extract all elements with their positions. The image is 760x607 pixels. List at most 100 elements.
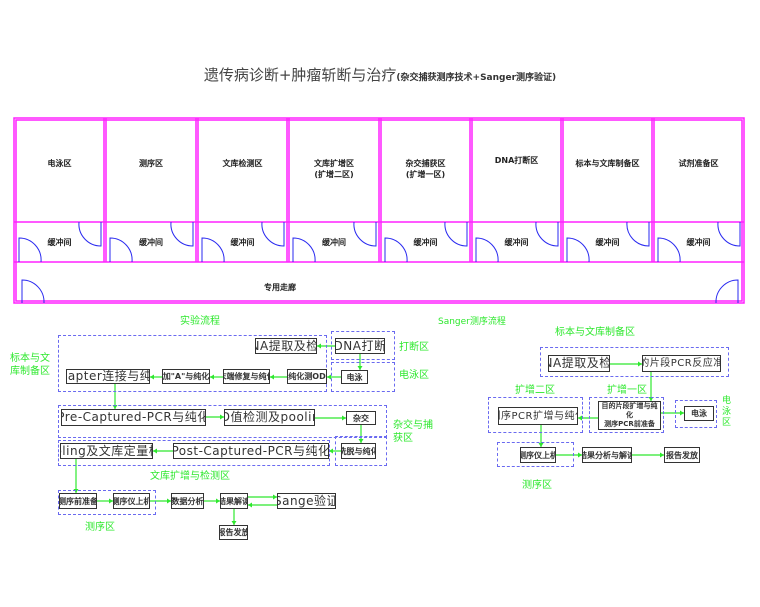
sanger-zone-electrophoresis bbox=[675, 400, 717, 428]
door-icon bbox=[535, 221, 559, 247]
arrowhead-icon bbox=[680, 410, 684, 416]
step-report: 报告发放 bbox=[219, 525, 248, 540]
arrowhead-icon bbox=[153, 448, 157, 454]
zone-fragment bbox=[331, 331, 395, 360]
door-icon bbox=[444, 221, 468, 247]
sanger-label-sample-prep: 标本与文库制备区 bbox=[555, 327, 635, 338]
arrowhead-icon bbox=[220, 414, 224, 420]
buffer-room-label: 缓冲间 bbox=[47, 238, 72, 247]
step-pre-captured-pcr: Pre-Captured-PCR与纯化 bbox=[61, 409, 206, 426]
room-label: DNA打断区 bbox=[494, 156, 539, 165]
arrowhead-icon bbox=[167, 498, 171, 504]
arrowhead-icon bbox=[112, 405, 118, 409]
arrowhead-icon bbox=[357, 366, 363, 370]
arrowhead-icon bbox=[660, 452, 664, 458]
door-icon bbox=[384, 237, 408, 263]
title-sub: (杂交捕获测序技术+Sanger测序验证) bbox=[396, 73, 557, 83]
sanger-flow-title: Sanger测序流程 bbox=[438, 317, 506, 327]
door-icon bbox=[715, 279, 739, 304]
arrowhead-icon bbox=[327, 374, 331, 380]
experiment-flow-title: 实验流程 bbox=[180, 316, 220, 327]
label-sequencing: 测序区 bbox=[85, 522, 115, 533]
label-amplify: 文库扩增与检测区 bbox=[150, 471, 230, 482]
step-sanger-verify: Sange验证 bbox=[277, 493, 336, 509]
arrowhead-icon bbox=[150, 374, 154, 380]
door-icon bbox=[261, 221, 285, 247]
title-main: 遗传病诊断+肿瘤斩断与治疗 bbox=[203, 66, 397, 84]
diagram-title: 遗传病诊断+肿瘤斩断与治疗(杂交捕获测序技术+Sanger测序验证) bbox=[0, 64, 760, 85]
zone-amplify bbox=[58, 440, 330, 466]
buffer-room-label: 缓冲间 bbox=[686, 238, 711, 247]
step-end-repair: 末端修复与纯化 bbox=[223, 369, 270, 384]
buffer-room-label: 缓冲间 bbox=[595, 238, 620, 247]
sanger-zone-sequencing bbox=[497, 442, 574, 467]
step-purify-od: 纯化测OD bbox=[287, 369, 327, 384]
buffer-room-label: 缓冲间 bbox=[413, 238, 438, 247]
label-fragment: 打断区 bbox=[399, 342, 429, 353]
door-icon bbox=[292, 237, 316, 263]
arrowhead-icon bbox=[216, 498, 220, 504]
arrowhead-icon bbox=[578, 415, 582, 421]
buffer-room-label: 缓冲间 bbox=[322, 238, 346, 247]
room-label: 文库扩增区 (扩增二区) bbox=[314, 159, 354, 179]
step-add-a: 加"A"与纯化 bbox=[162, 369, 210, 384]
door-icon bbox=[626, 221, 650, 247]
sanger-step-analysis: 结果分析与解读 bbox=[582, 447, 632, 463]
step-data-analysis: 数据分析 bbox=[171, 493, 204, 509]
sanger-step-pcr-prep: 目的片段PCR反应准备 bbox=[642, 355, 721, 372]
step-elute: 洗脱与纯化 bbox=[341, 443, 376, 459]
buffer-room-label: 缓冲间 bbox=[139, 238, 163, 247]
sanger-step-report: 报告发放 bbox=[664, 447, 700, 463]
room-label: 试剂准备区 bbox=[678, 159, 719, 168]
room-label: 测序区 bbox=[139, 159, 163, 168]
corridor-label: 专用走廊 bbox=[264, 283, 296, 292]
door-icon bbox=[657, 237, 681, 263]
sanger-label-electrophoresis: 电 泳 区 bbox=[722, 396, 732, 428]
arrowhead-icon bbox=[270, 374, 274, 380]
step-dna-extract: DNA提取及检测 bbox=[255, 338, 317, 354]
arrowhead-icon bbox=[578, 452, 582, 458]
zone-hybrid-lower bbox=[335, 436, 387, 466]
arrowhead-icon bbox=[231, 521, 237, 525]
step-hybridize: 杂交 bbox=[346, 411, 376, 425]
sanger-step-seq-pcr: 测序PCR扩增与纯化 bbox=[498, 407, 578, 425]
door-icon bbox=[353, 221, 377, 247]
arrowhead-icon bbox=[358, 439, 364, 443]
arrowhead-icon bbox=[638, 361, 642, 367]
step-seq-run: 测序仪上机 bbox=[113, 493, 150, 509]
step-seq-prep: 测序前准备 bbox=[59, 493, 97, 509]
arrowhead-icon bbox=[109, 498, 113, 504]
arrowhead-icon bbox=[317, 343, 321, 349]
sanger-step-amp-purify: 目的片段扩增与纯化 测序PCR前准备 bbox=[598, 401, 661, 430]
room-label: 杂交捕获区 (扩增一区) bbox=[405, 159, 446, 179]
label-hybrid: 杂交与捕 获区 bbox=[393, 420, 433, 444]
arrowhead-icon bbox=[248, 502, 252, 508]
buffer-room-label: 缓冲间 bbox=[504, 238, 529, 247]
room-label: 电泳区 bbox=[47, 159, 72, 168]
arrowhead-icon bbox=[273, 494, 277, 500]
step-interpret: 结果解读 bbox=[220, 493, 248, 509]
buffer-room-label: 缓冲间 bbox=[230, 238, 255, 247]
zone-hybrid bbox=[58, 405, 387, 438]
step-od-pooling: OD值检测及pooling bbox=[224, 409, 315, 426]
arrowhead-icon bbox=[210, 374, 214, 380]
zone-sample-prep bbox=[58, 335, 327, 392]
arrowhead-icon bbox=[538, 443, 544, 447]
step-post-captured-pcr: Post-Captured-PCR与纯化 bbox=[173, 443, 329, 459]
sanger-zone-amp1 bbox=[589, 397, 664, 433]
door-icon bbox=[201, 237, 225, 263]
step-pooling-quant: Pooling及文库定量检测 bbox=[60, 443, 153, 459]
sanger-step-electrophoresis: 电泳 bbox=[684, 406, 714, 421]
label-electrophoresis: 电泳区 bbox=[399, 370, 429, 381]
sanger-label-amp2: 扩增二区 bbox=[515, 385, 555, 396]
door-icon bbox=[109, 237, 133, 263]
door-icon bbox=[475, 237, 499, 263]
sanger-label-sequencing: 测序区 bbox=[522, 480, 552, 491]
door-icon bbox=[566, 237, 590, 263]
step-adapter: Adapter连接与纯化 bbox=[66, 369, 150, 384]
sanger-zone-amp2 bbox=[488, 397, 583, 433]
sanger-zone-sample-prep bbox=[540, 347, 729, 377]
door-icon bbox=[21, 279, 45, 304]
